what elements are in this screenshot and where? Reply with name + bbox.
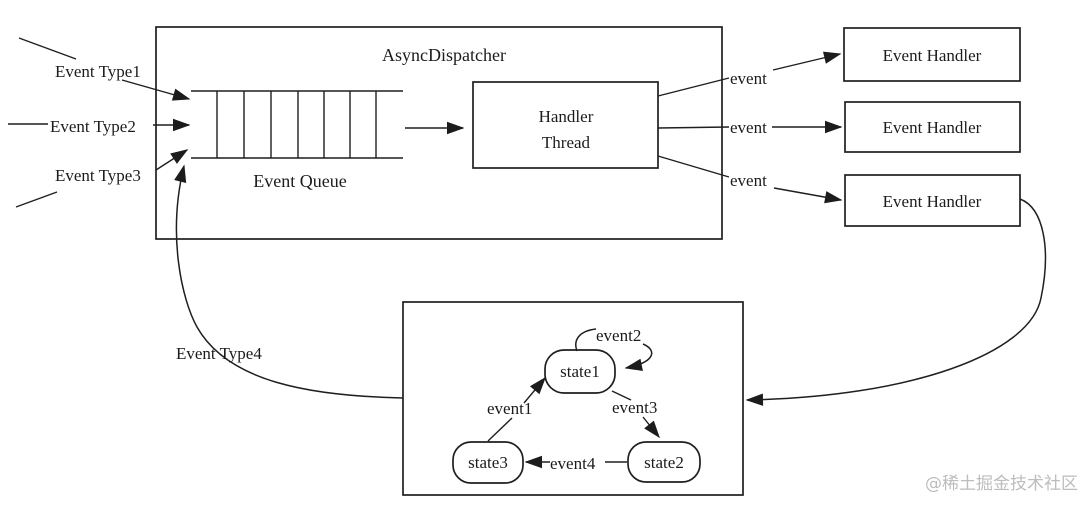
event3-line-a [611,390,632,401]
event-type4-label: Event Type4 [176,344,262,363]
event-handler-label-3: Event Handler [883,192,982,211]
event-handler-label-2: Event Handler [883,118,982,137]
thread-edge3-segment [657,155,730,178]
event-handler-box-1 [843,27,1021,82]
handler-thread-box [472,81,659,169]
handler-thread-label-line2: Thread [542,133,591,152]
async-dispatcher-box [155,26,723,240]
thread-edge2-segment [657,126,730,129]
state2-label: state2 [644,453,684,472]
handler-thread-label-line1: Handler [539,107,594,126]
state2-node [627,441,701,483]
edge1-arrow [772,51,842,71]
handler-to-statemachine-curve [745,198,1047,406]
event-queue-label: Event Queue [253,171,346,191]
async-dispatcher-title: AsyncDispatcher [382,45,506,65]
event1-line-a [487,417,513,442]
event3-label: event3 [612,398,657,417]
state1-node [544,349,616,394]
edge3-label: event [730,171,767,190]
leader-line-type1 [18,37,77,60]
leader-line-type3 [15,191,58,208]
type4-feedback-curve [174,164,404,399]
type1-to-queue-arrow [121,79,191,101]
state3-label: state3 [468,453,508,472]
event-queue-glyph [191,90,403,159]
type3-to-queue-arrow [155,149,189,171]
event4-label: event4 [550,454,596,473]
thread-edge1-segment [657,77,730,97]
event2-loop-left [575,328,597,352]
event1-label: event1 [487,399,532,418]
edge1-label: event [730,69,767,88]
event-handler-box-2 [844,101,1021,153]
state1-label: state1 [560,362,600,381]
edge3-arrow [773,187,843,204]
event2-label: event2 [596,326,641,345]
event-handler-box-3 [844,174,1021,227]
event-handler-label-1: Event Handler [883,46,982,65]
event-type2-label: Event Type2 [50,117,136,136]
state3-node [452,441,524,484]
state-machine-box [402,301,744,496]
event1-arrow [523,376,546,404]
event-type3-label: Event Type3 [55,166,141,185]
event2-loop-arrow [624,343,653,371]
event-type1-label: Event Type1 [55,62,141,81]
event3-arrow [642,416,660,439]
watermark: @稀土掘金技术社区 [925,474,1078,494]
edge2-label: event [730,118,767,137]
